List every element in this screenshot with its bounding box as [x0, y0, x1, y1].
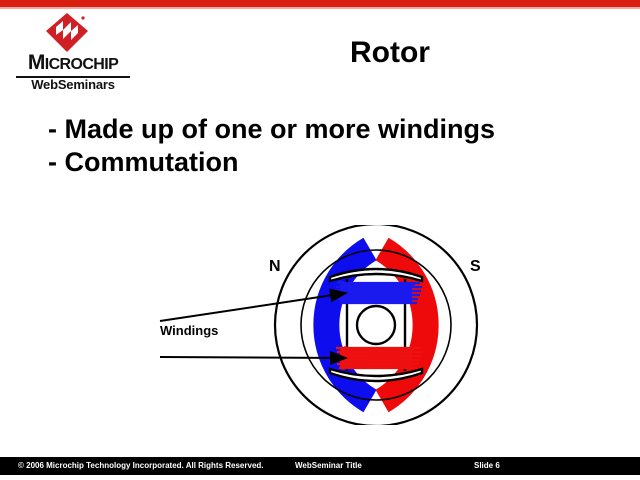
winding-coil-top: [336, 279, 422, 305]
stator-ring: [313, 237, 439, 413]
stator-north-arc: [313, 237, 377, 413]
microchip-logo-icon: [44, 12, 90, 54]
stator-south-arc: [375, 237, 439, 413]
housing-inner-circle: [300, 249, 452, 401]
rotor-top-pole-shoe: [328, 267, 424, 283]
rotor-shaft: [355, 304, 397, 346]
footer-copyright: © 2006 Microchip Technology Incorporated…: [18, 461, 264, 470]
rotor-bottom-pole-shoe: [328, 367, 424, 383]
rotor-armature: [328, 267, 424, 383]
bullet-list: - Made up of one or more windings - Comm…: [48, 113, 608, 179]
winding-top-wires: [336, 279, 422, 305]
bullet-item: - Commutation: [48, 147, 239, 177]
winding-bottom-wires: [336, 345, 423, 371]
top-accent-bar: [0, 0, 640, 7]
housing-outer-circle: [273, 225, 479, 425]
footer-slide-number: Slide 6: [474, 461, 500, 470]
winding-coil-bottom: [336, 345, 423, 371]
top-accent-bar-shadow: [0, 7, 640, 9]
windings-callout-label: Windings: [160, 323, 219, 338]
rotor-diagram-svg: [159, 225, 479, 425]
page-title: Rotor: [350, 36, 430, 69]
winding-callout-line-top: [159, 288, 348, 322]
bullet-item: - Made up of one or more windings: [48, 114, 496, 144]
slide-footer: © 2006 Microchip Technology Incorporated…: [0, 457, 640, 475]
footer-seminar-title: WebSeminar Title: [295, 461, 362, 470]
webseminars-subbrand: WebSeminars: [31, 77, 115, 92]
south-pole-label: S: [470, 258, 481, 275]
wordmark-remainder: ICROCHIP: [44, 56, 119, 73]
winding-callout-line-bottom: [159, 350, 348, 365]
logo-divider: [16, 76, 130, 78]
microchip-webseminars-logo: MICROCHIP WebSeminars: [8, 12, 138, 92]
rotor-diagram: N S Windings: [140, 225, 540, 425]
wordmark-initial: M: [27, 51, 46, 74]
north-pole-label: N: [269, 258, 281, 275]
microchip-wordmark: MICROCHIP: [8, 52, 138, 76]
